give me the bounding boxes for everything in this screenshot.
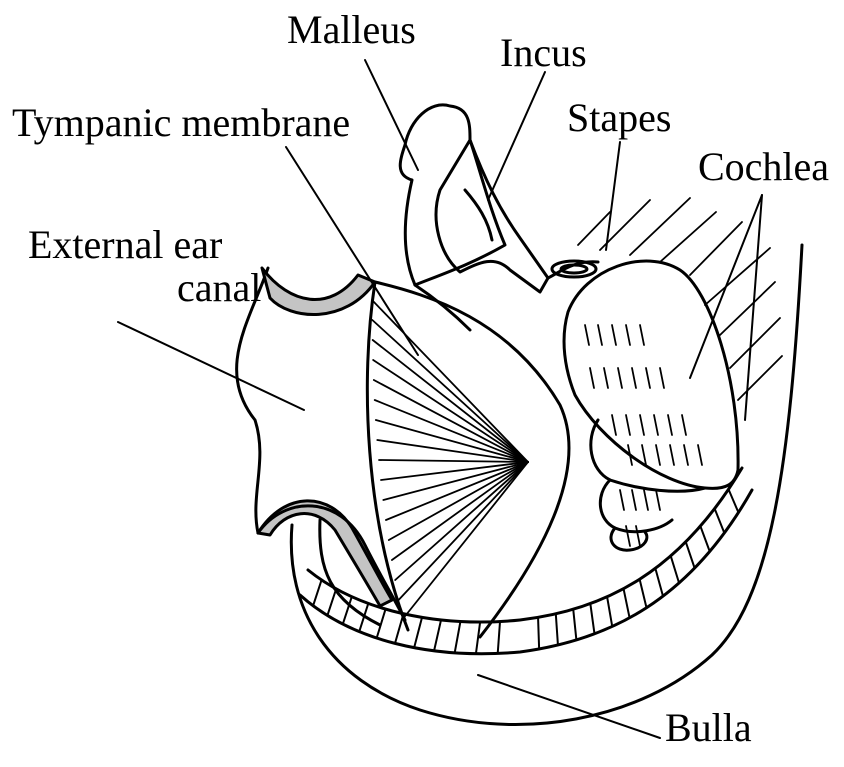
rim-tick: [556, 614, 558, 645]
cochlea-hatch-mark: [668, 415, 672, 435]
cochlea-hatch-mark: [642, 445, 646, 465]
tympanic-fibre: [375, 400, 528, 462]
label-malleus: Malleus: [287, 10, 416, 50]
rim-tick: [455, 621, 461, 652]
cochlea-hatch-mark: [656, 490, 660, 510]
cochlea-hatch-mark: [604, 368, 608, 388]
cochlea-hatch-mark: [670, 445, 674, 465]
rim-tick: [573, 609, 576, 640]
cochlea-hatch-mark: [626, 325, 630, 345]
rim-tick: [655, 568, 663, 596]
label-external-ear-canal-line2: canal: [177, 268, 261, 308]
rim-tick: [671, 556, 679, 583]
cochlea-hatch-mark: [618, 368, 622, 388]
bulla-outline: [291, 245, 802, 725]
cochlea-hatch-mark: [590, 368, 594, 388]
leader-malleus: [365, 60, 418, 170]
cochlea-hatch-mark: [612, 415, 616, 435]
cochlea-hatch-mark: [632, 490, 636, 510]
cochlea-body: [564, 261, 738, 488]
rim-tick: [498, 621, 500, 653]
bone-hatch-line: [630, 198, 690, 255]
rim-tick: [313, 580, 321, 606]
bone-hatch-line: [730, 318, 780, 368]
ear-canal-top-shaded: [262, 268, 375, 315]
cochlea-hatch-mark: [632, 368, 636, 388]
cochlea-hatch-mark: [640, 325, 644, 345]
label-bulla: Bulla: [665, 708, 752, 748]
cochlea-hatch-mark: [654, 415, 658, 435]
rim-tick: [538, 617, 539, 649]
tympanic-fibre: [373, 360, 528, 462]
tympanic-fibre: [379, 460, 528, 462]
cochlea-hatch-mark: [656, 445, 660, 465]
leader-tympanic-membrane: [286, 147, 418, 355]
tympanic-fibre: [389, 462, 528, 540]
label-tympanic-membrane: Tympanic membrane: [12, 103, 350, 143]
tympanic-membrane-fibres: [372, 300, 528, 620]
leader-incus: [488, 72, 545, 200]
leader-bulla: [478, 675, 660, 738]
label-external-ear-canal-line1: External ear: [28, 225, 222, 265]
cochlea-hatch-mark: [682, 415, 686, 435]
tympanic-fibre: [372, 300, 528, 462]
cochlea-hatch-mark: [612, 325, 616, 345]
cochlea-hatch-mark: [598, 325, 602, 345]
bone-hatch-line: [738, 356, 782, 400]
rim-tick: [624, 589, 630, 618]
tympanic-fibre: [373, 340, 528, 462]
label-incus: Incus: [500, 33, 587, 73]
rim-tick: [640, 579, 647, 608]
bone-hatch-line: [578, 212, 610, 245]
rim-tick: [700, 526, 709, 551]
rim-tick: [686, 542, 695, 568]
cochlea-hatch-mark: [640, 415, 644, 435]
label-cochlea: Cochlea: [698, 147, 829, 187]
cochlea-hatch-mark: [644, 490, 648, 510]
cochlea-hatch-mark: [660, 368, 664, 388]
bone-hatch-line: [720, 282, 775, 335]
rim-tick: [434, 620, 441, 651]
cochlea-hatch-mark: [620, 490, 624, 510]
ear-canal-bottom-shaded: [258, 501, 392, 606]
rim-tick: [729, 489, 739, 512]
rim-tick: [607, 597, 612, 627]
tympanic-fibre: [399, 462, 528, 600]
cochlea-hatch-mark: [698, 445, 702, 465]
label-stapes: Stapes: [567, 98, 671, 138]
cochlea-hatch-mark: [626, 415, 630, 435]
rim-tick: [715, 509, 725, 533]
cochlea-hatch-mark: [626, 526, 630, 546]
cochlea-hatch-mark: [684, 445, 688, 465]
leader-stapes: [606, 142, 620, 250]
cochlea-hatch-mark: [636, 526, 640, 546]
rim-tick: [327, 589, 336, 616]
cochlea-hatch-mark: [646, 368, 650, 388]
leader-external-ear-canal: [118, 322, 304, 410]
rim-tick: [414, 617, 422, 647]
rim-tick: [590, 604, 594, 634]
cochlea-hatch-mark: [585, 325, 589, 345]
